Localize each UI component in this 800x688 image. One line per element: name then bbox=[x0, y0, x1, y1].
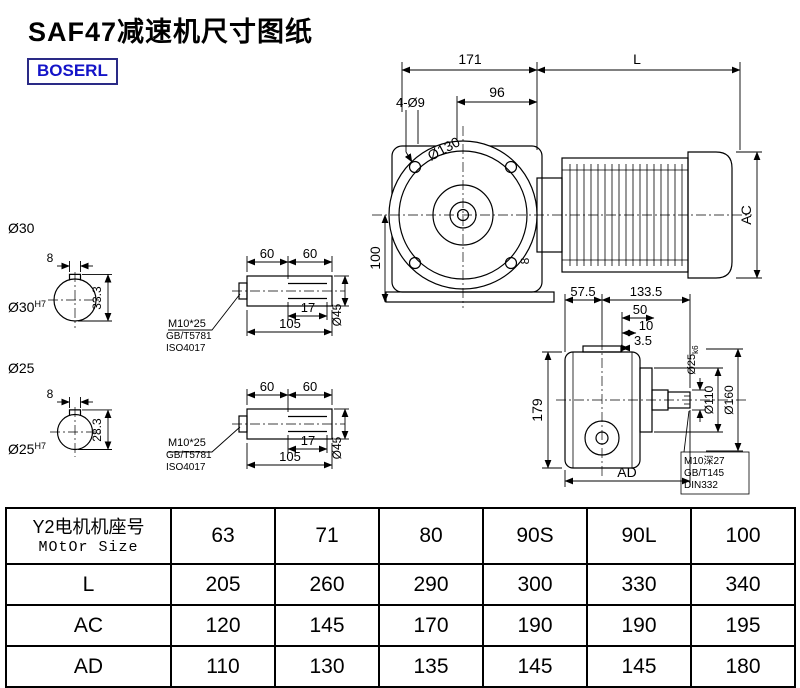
dim-100-label: 100 bbox=[367, 246, 383, 270]
table-cell: 145 bbox=[274, 604, 380, 647]
dim-3-5-label: 3.5 bbox=[634, 333, 652, 348]
shaft-dia-25-label: Ø25k6 bbox=[686, 345, 700, 375]
shafttop-dim-17: 17 bbox=[301, 300, 315, 315]
shaft30-outer-label: Ø30 bbox=[8, 220, 35, 236]
dim-179-label: 179 bbox=[529, 398, 545, 422]
tap-note1: M10深27 bbox=[684, 455, 725, 467]
shaftbot-dim-105: 105 bbox=[279, 449, 301, 464]
shaftbot-dim-60a: 60 bbox=[260, 379, 274, 394]
dia-110-label: Ø110 bbox=[702, 385, 716, 414]
shaft30-bore-label: Ø30H7 bbox=[8, 299, 46, 315]
dim-10-label: 10 bbox=[639, 318, 653, 333]
shafttop-note2: GB/T5781 bbox=[166, 331, 212, 342]
table-cell-size: 71 bbox=[274, 507, 380, 565]
dim-L-label: L bbox=[633, 51, 641, 67]
table-cell: 180 bbox=[690, 645, 796, 688]
motor-size-header-en: MOtOr Size bbox=[38, 539, 139, 557]
table-cell: 195 bbox=[690, 604, 796, 647]
table-row-L: L 205 260 290 300 330 340 bbox=[5, 563, 796, 606]
table-cell: 130 bbox=[274, 645, 380, 688]
table-cell: 110 bbox=[170, 645, 276, 688]
drawing-canvas: 171 L 96 4-Ø9 Ø130 100 AC 8 Ø30 8 33.3 Ø… bbox=[8, 51, 762, 495]
dim-8-label: 8 bbox=[518, 257, 532, 264]
table-cell: 205 bbox=[170, 563, 276, 606]
tap-note3: DIN332 bbox=[684, 480, 718, 491]
page-title: SAF47减速机尺寸图纸 bbox=[28, 17, 314, 47]
dimension-table: Y2电机机座号 MOtOr Size 63 71 80 90S 90L 100 … bbox=[5, 507, 796, 688]
table-cell: 145 bbox=[482, 645, 588, 688]
dim-96-label: 96 bbox=[489, 84, 505, 100]
dim-57-5-label: 57.5 bbox=[570, 284, 595, 299]
tap-note2: GB/T145 bbox=[684, 468, 724, 479]
table-cell-size: 90S bbox=[482, 507, 588, 565]
shaftbot-dim-60b: 60 bbox=[303, 379, 317, 394]
dim-171-label: 171 bbox=[458, 51, 482, 67]
shaft-section-25: Ø25 8 28.3 Ø25H7 bbox=[8, 360, 112, 457]
output-shaft-top: 60 60 17 105 Ø45 M10*25 GB/T5781 ISO4017 bbox=[166, 246, 349, 354]
shaft25-keydepth-label: 28.3 bbox=[90, 418, 104, 442]
dim-AC-label: AC bbox=[738, 205, 754, 224]
side-view: 57.5 133.5 50 10 3.5 179 AD Ø25k6 Ø110 Ø… bbox=[529, 284, 750, 495]
shaftbot-note2: GB/T5781 bbox=[166, 450, 212, 461]
dia-160-label: Ø160 bbox=[722, 385, 736, 415]
row-label: AC bbox=[5, 604, 172, 647]
shaft25-bore-label: Ø25H7 bbox=[8, 441, 46, 457]
table-cell: 300 bbox=[482, 563, 588, 606]
table-cell-size: 90L bbox=[586, 507, 692, 565]
shafttop-note3: ISO4017 bbox=[166, 343, 206, 354]
table-cell-size: 80 bbox=[378, 507, 484, 565]
shaft25-outer-label: Ø25 bbox=[8, 360, 35, 376]
shaft30-keywidth-label: 8 bbox=[47, 251, 54, 265]
holes-callout-label: 4-Ø9 bbox=[396, 95, 425, 110]
table-cell: 120 bbox=[170, 604, 276, 647]
table-row-AC: AC 120 145 170 190 190 195 bbox=[5, 604, 796, 647]
shafttop-dia-label: Ø45 bbox=[330, 303, 344, 326]
row-label: AD bbox=[5, 645, 172, 688]
front-view: 171 L 96 4-Ø9 Ø130 100 AC 8 bbox=[367, 51, 762, 308]
shaft30-keydepth-label: 33.3 bbox=[90, 286, 104, 310]
fan-cover bbox=[687, 151, 733, 279]
table-cell-size: 100 bbox=[690, 507, 796, 565]
shafttop-note1: M10*25 bbox=[168, 318, 206, 330]
dim-50-label: 50 bbox=[633, 302, 647, 317]
table-cell: 260 bbox=[274, 563, 380, 606]
motor-size-header-cell: Y2电机机座号 MOtOr Size bbox=[5, 507, 172, 565]
shaft-section-30: Ø30 8 33.3 Ø30H7 bbox=[8, 220, 112, 328]
shafttop-dim-60a: 60 bbox=[260, 246, 274, 261]
shaftbot-dia-label: Ø45 bbox=[330, 436, 344, 459]
dim-AD-label: AD bbox=[617, 464, 636, 480]
shafttop-dim-105: 105 bbox=[279, 316, 301, 331]
output-shaft-bottom: 60 60 17 105 Ø45 M10*25 GB/T5781 ISO4017 bbox=[166, 379, 349, 473]
shaftbot-note1: M10*25 bbox=[168, 437, 206, 449]
shaftbot-note3: ISO4017 bbox=[166, 462, 206, 473]
shafttop-dim-60b: 60 bbox=[303, 246, 317, 261]
table-cell: 330 bbox=[586, 563, 692, 606]
shaftbot-dim-17: 17 bbox=[301, 433, 315, 448]
table-row-AD: AD 110 130 135 145 145 180 bbox=[5, 645, 796, 688]
table-cell: 145 bbox=[586, 645, 692, 688]
table-cell: 340 bbox=[690, 563, 796, 606]
table-cell: 170 bbox=[378, 604, 484, 647]
table-cell: 290 bbox=[378, 563, 484, 606]
table-cell: 135 bbox=[378, 645, 484, 688]
table-header-row: Y2电机机座号 MOtOr Size 63 71 80 90S 90L 100 bbox=[5, 507, 796, 565]
brand-badge: BOSERL bbox=[27, 58, 118, 85]
table-cell: 190 bbox=[586, 604, 692, 647]
table-cell-size: 63 bbox=[170, 507, 276, 565]
table-cell: 190 bbox=[482, 604, 588, 647]
dim-133-5-label: 133.5 bbox=[630, 284, 663, 299]
shaft25-keywidth-label: 8 bbox=[47, 387, 54, 401]
row-label: L bbox=[5, 563, 172, 606]
motor-size-header-cn: Y2电机机座号 bbox=[32, 516, 145, 537]
